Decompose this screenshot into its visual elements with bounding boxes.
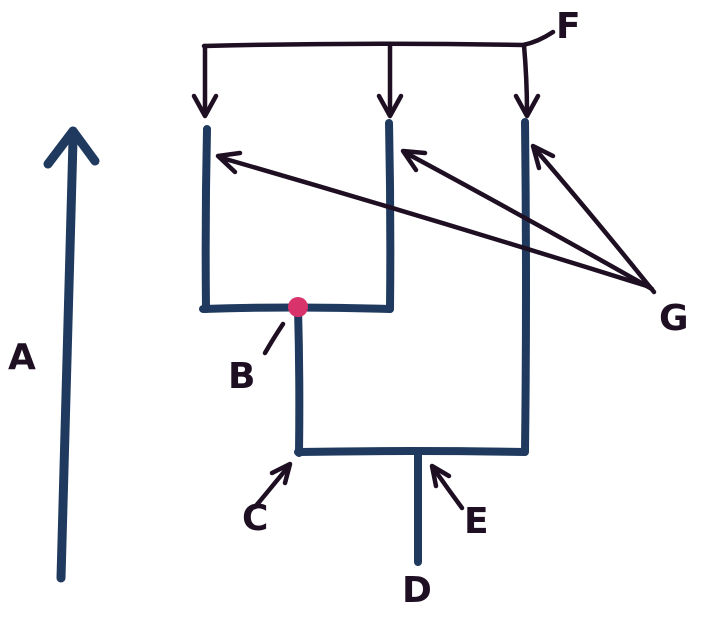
label-f: F xyxy=(556,6,581,47)
upward-arrow-a xyxy=(43,126,100,583)
label-b: B xyxy=(228,356,255,397)
c-arrow-head xyxy=(269,461,293,486)
g-arrow-middle-shaft xyxy=(403,150,655,292)
f-arrow-right-head xyxy=(513,93,541,119)
f-connector-line xyxy=(201,29,556,49)
f-arrow-right-shaft xyxy=(521,42,530,115)
label-c: C xyxy=(242,498,268,539)
annotation-g-arrows xyxy=(215,143,657,295)
arrow-a-head xyxy=(43,126,100,169)
b-pointer-line xyxy=(262,321,286,356)
tree-structure xyxy=(199,118,530,566)
label-a: A xyxy=(8,337,36,378)
label-d: D xyxy=(402,570,432,611)
g-arrow-left-shaft xyxy=(219,155,653,290)
annotation-c-arrow xyxy=(252,461,293,510)
annotation-e-arrow xyxy=(429,463,465,511)
g-arrow-right-head xyxy=(530,143,556,171)
annotation-f-arrows xyxy=(191,29,556,119)
tree-lower-crossbar xyxy=(294,447,529,456)
c-arrow-shaft xyxy=(252,464,291,510)
tree-branch-left-tip xyxy=(201,125,211,313)
tree-branch-right-tip xyxy=(521,118,530,455)
e-arrow-head xyxy=(429,463,452,489)
g-arrow-right-shaft xyxy=(533,147,657,295)
label-e: E xyxy=(464,501,489,542)
e-arrow-shaft xyxy=(431,466,465,511)
tree-inner-vertical xyxy=(294,304,304,457)
node-b-dot xyxy=(288,297,308,317)
g-arrow-middle-head xyxy=(400,148,428,173)
label-g: G xyxy=(659,298,689,339)
f-arrow-middle-head xyxy=(376,93,404,119)
tree-branch-middle-tip xyxy=(385,119,395,313)
arrow-a-shaft xyxy=(56,135,78,583)
g-arrow-left-head xyxy=(215,150,243,175)
f-arrow-left-head xyxy=(191,93,219,119)
